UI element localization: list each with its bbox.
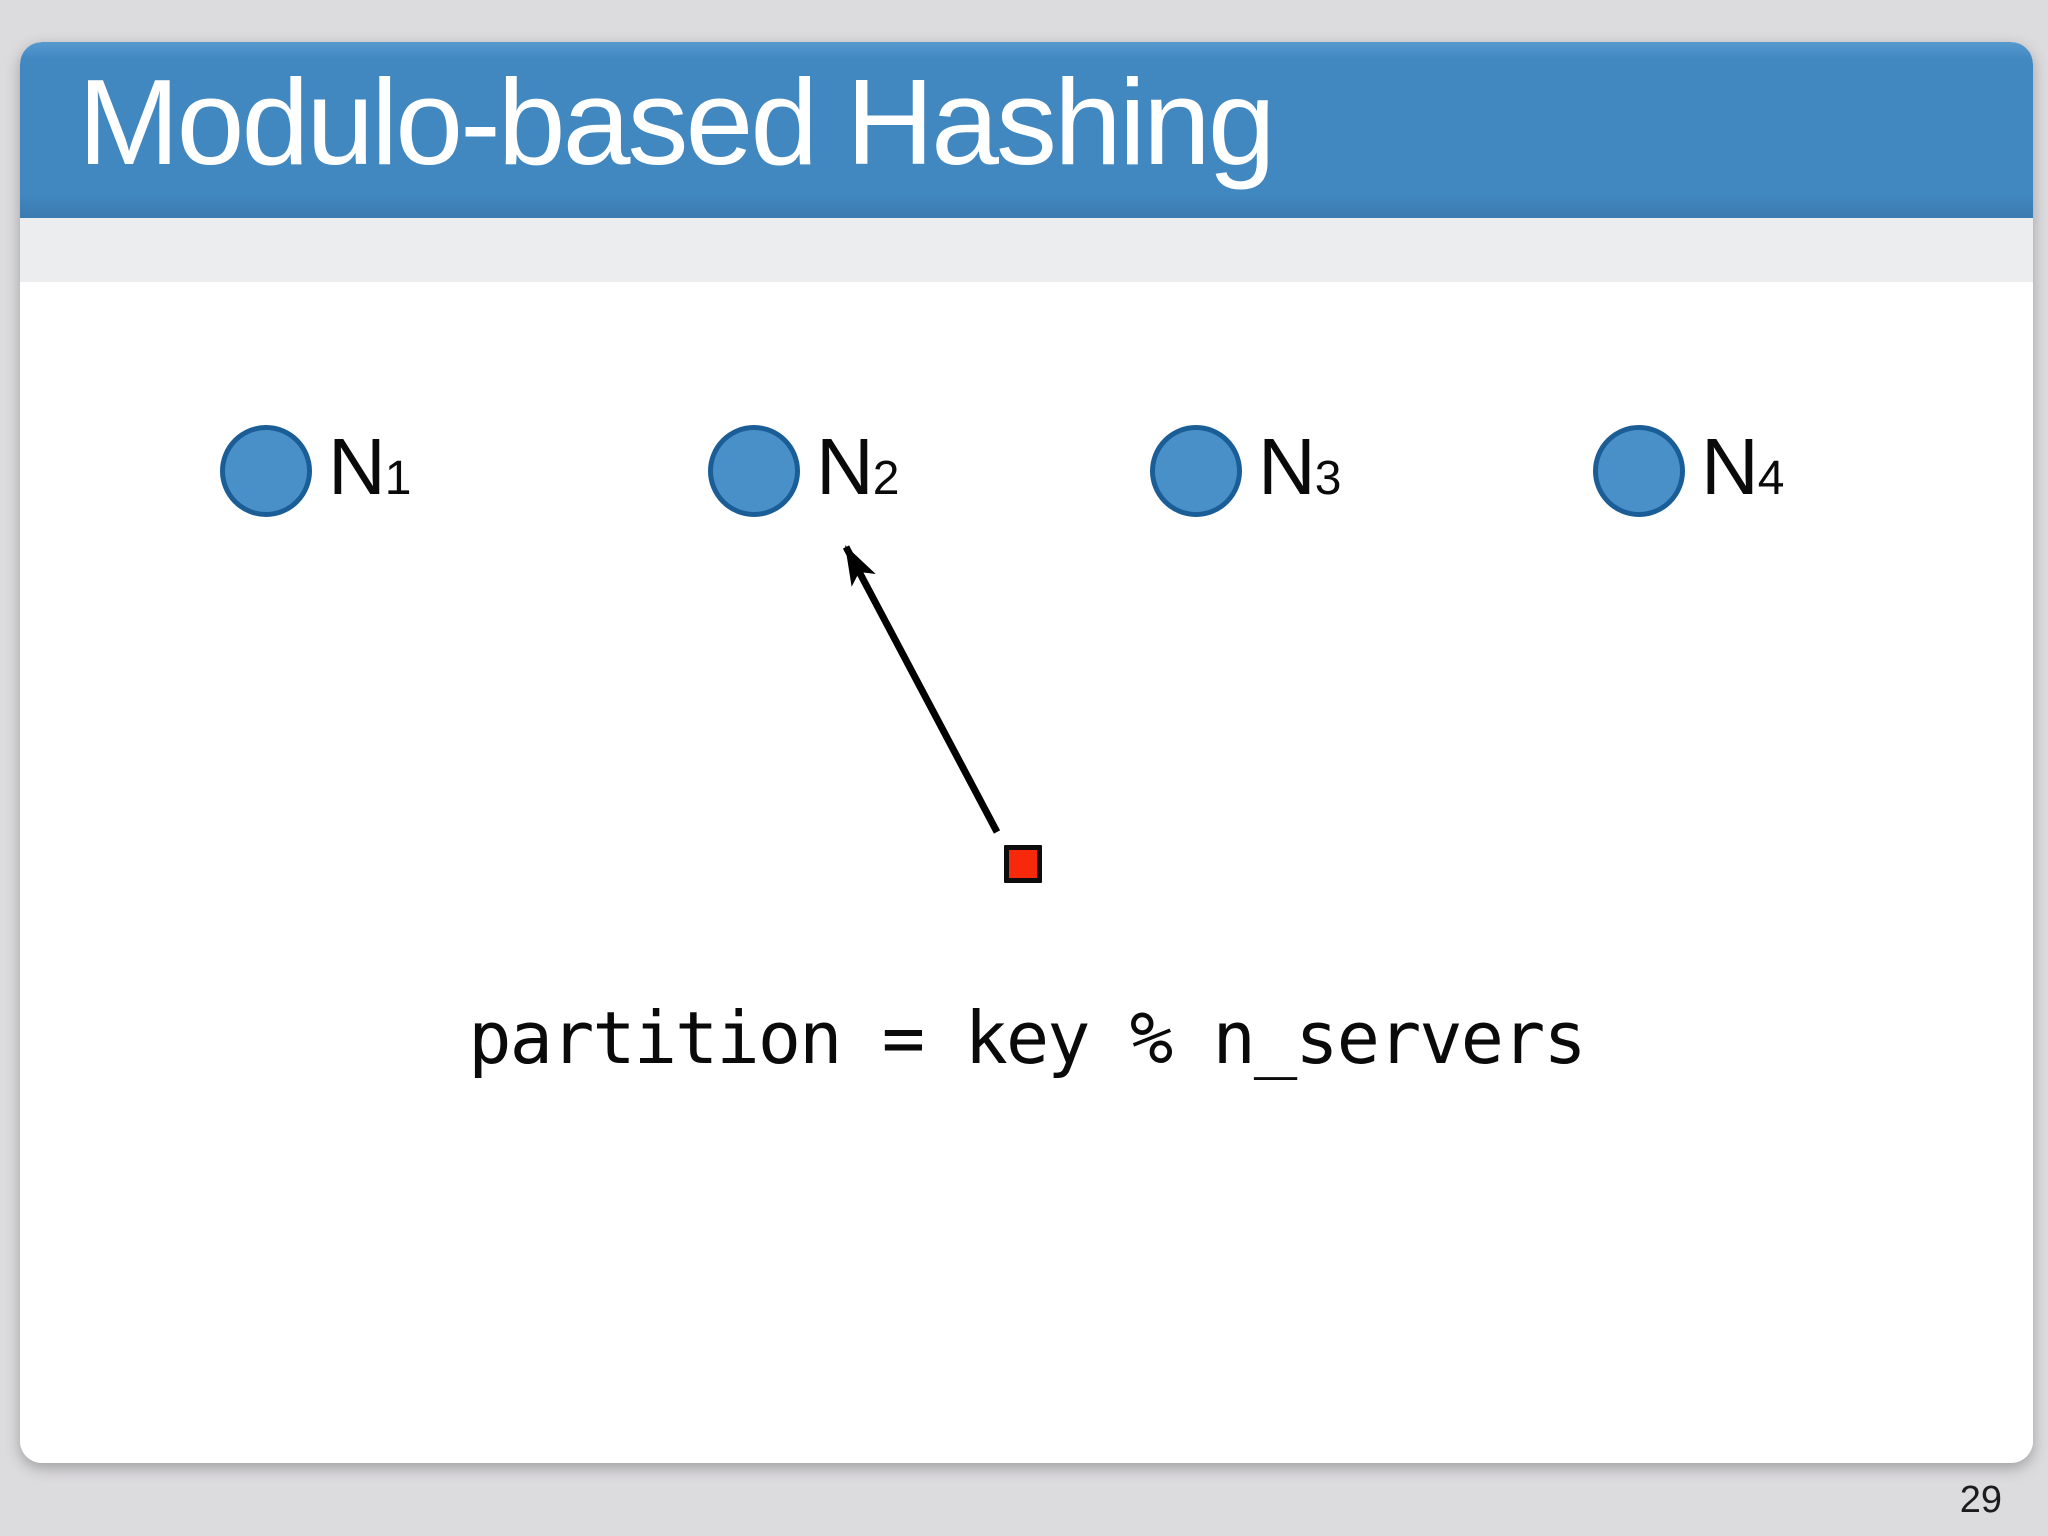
node-circle-icon <box>1593 425 1685 517</box>
node-label: N4 <box>1701 421 1784 513</box>
page-number: 29 <box>1959 1479 2002 1521</box>
node-label-letter: N <box>328 422 386 511</box>
node-n4: N4 <box>1593 422 1784 517</box>
node-label-letter: N <box>816 422 874 511</box>
slide: Modulo-based Hashing <box>20 42 2033 1463</box>
title-underline-band <box>20 218 2033 282</box>
key-square-icon <box>1004 845 1042 883</box>
node-circle-icon <box>220 425 312 517</box>
node-n2: N2 <box>708 422 899 517</box>
node-label-letter: N <box>1258 422 1316 511</box>
node-label-subscript: 4 <box>1757 452 1785 505</box>
node-circle-icon <box>708 425 800 517</box>
node-circle-icon <box>1150 425 1242 517</box>
node-label-subscript: 1 <box>384 452 412 505</box>
partition-formula: partition = key % n_servers <box>468 996 1586 1080</box>
slide-title: Modulo-based Hashing <box>78 54 1276 190</box>
node-label-letter: N <box>1701 422 1759 511</box>
node-n1: N1 <box>220 422 411 517</box>
slide-title-bar: Modulo-based Hashing <box>20 42 2033 218</box>
node-label-subscript: 3 <box>1314 452 1342 505</box>
node-label: N3 <box>1258 421 1341 513</box>
node-label-subscript: 2 <box>872 452 900 505</box>
node-n3: N3 <box>1150 422 1341 517</box>
node-label: N1 <box>328 421 411 513</box>
node-label: N2 <box>816 421 899 513</box>
